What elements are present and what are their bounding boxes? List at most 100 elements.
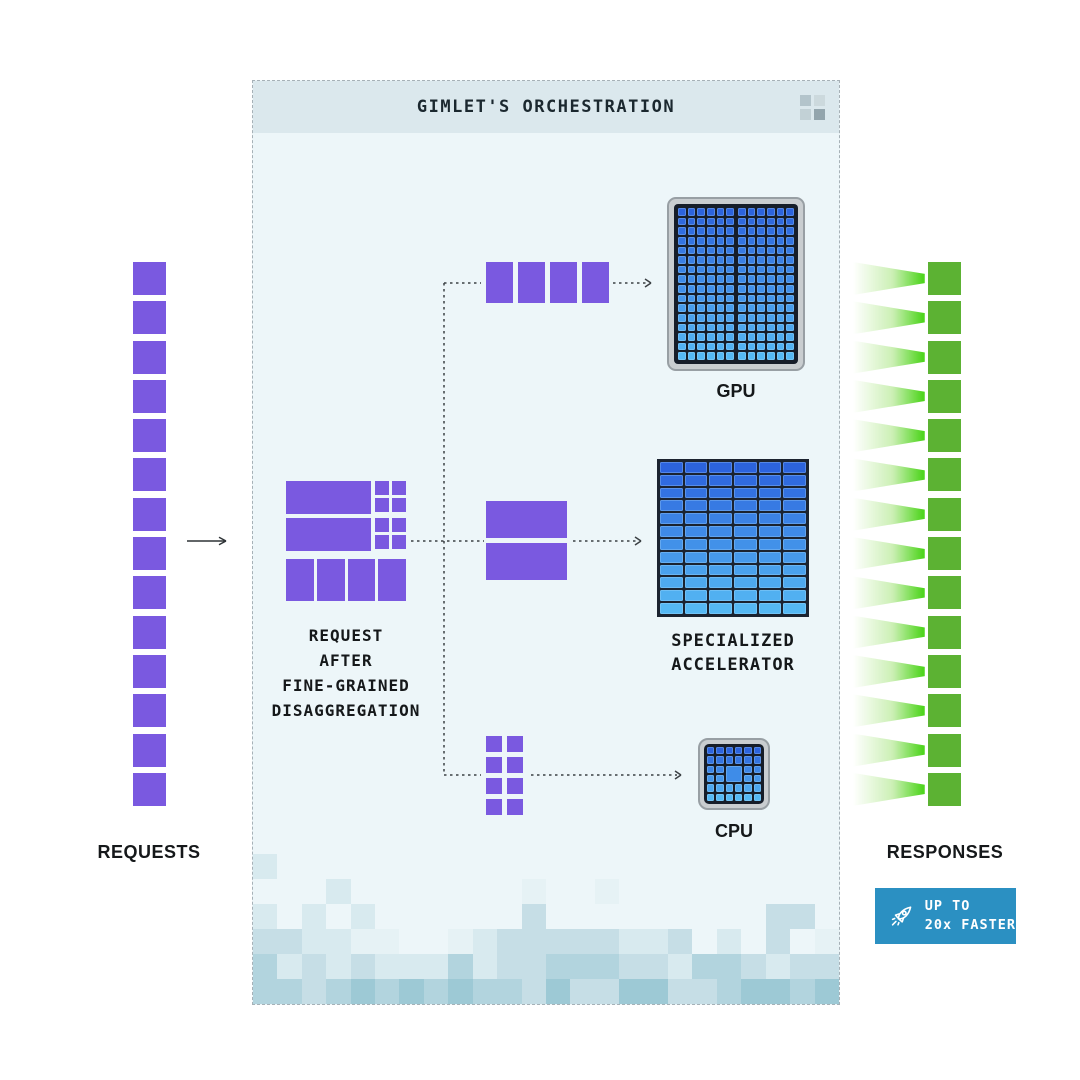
gpu-core-cell (716, 313, 725, 322)
cpu-core-cell (725, 793, 733, 801)
mosaic-cell (326, 879, 351, 904)
mosaic-cell (497, 979, 522, 1004)
gpu-core-cell (776, 236, 785, 245)
disagg-mini-cell (392, 518, 406, 532)
gpu-core-cell (678, 304, 686, 312)
response-square (928, 262, 961, 295)
gpu-core-cell (678, 352, 686, 360)
response-trail (853, 497, 925, 531)
mosaic-cell (375, 904, 399, 929)
mosaic-cell (765, 904, 791, 929)
gpu-core-cell (706, 236, 715, 245)
accelerator-core-cell (709, 487, 732, 499)
mosaic-cell (472, 954, 498, 979)
mosaic-cell (546, 854, 570, 879)
responses-label: RESPONSES (886, 842, 1004, 862)
mosaic-cell (497, 879, 521, 904)
gpu-core-cell (726, 236, 734, 245)
mosaic-cell (473, 904, 497, 929)
mosaic-cell (277, 854, 301, 879)
gpu-core-cell (678, 313, 686, 322)
mosaic-cell (301, 954, 327, 979)
gpu-core-cell (697, 333, 705, 341)
gpu-task-squares (486, 262, 609, 303)
disagg-row (286, 481, 406, 514)
gpu-core-cell (786, 323, 794, 332)
mosaic-cell (643, 929, 669, 954)
gpu-core-cell (776, 333, 785, 341)
accelerator-core-cell (783, 603, 806, 614)
mosaic-cell (668, 929, 693, 954)
mosaic-cell (253, 879, 277, 904)
gpu-core-cell (747, 208, 756, 216)
gpu-core-cell (776, 227, 785, 235)
request-square (133, 537, 166, 571)
gpu-core-cell (766, 275, 775, 283)
mosaic-cell (717, 904, 741, 929)
gpu-core-cell (706, 275, 715, 283)
mosaic-cell (521, 954, 546, 979)
cpu-task-square (486, 778, 502, 794)
mosaic-cell (448, 904, 472, 929)
mosaic-cell (277, 879, 301, 904)
request-square (133, 301, 166, 335)
gpu-core-cell (747, 342, 756, 351)
response-trail (853, 772, 925, 806)
response-square (928, 301, 961, 335)
cpu-big-core-cell (725, 765, 743, 783)
mosaic-cell (619, 854, 643, 879)
gpu-die (674, 204, 798, 364)
cpu-core-cell (725, 756, 733, 764)
mosaic-cell (448, 879, 472, 904)
mosaic-cell (668, 954, 693, 979)
response-row (853, 379, 961, 413)
accelerator-core-cell (709, 513, 732, 525)
mosaic-cell (277, 904, 301, 929)
accelerator-core-cell (758, 462, 782, 473)
badge-line-2: 20x FASTER (924, 917, 1016, 933)
accelerator-core-cell (758, 526, 782, 537)
accelerator-core-cell (758, 474, 782, 486)
response-trail (853, 576, 925, 610)
accelerator-core-cell (684, 487, 708, 499)
gpu-core-cell (757, 285, 765, 293)
mosaic-cell (765, 954, 791, 979)
accelerator-core-cell (733, 526, 757, 537)
accelerator-core-cell (660, 500, 683, 512)
cpu-core-cell (707, 756, 715, 764)
response-square (928, 654, 961, 688)
cpu-task-square (507, 736, 523, 752)
mosaic-cell (326, 904, 350, 929)
accelerator-chip (657, 459, 809, 617)
mosaic-cell (277, 929, 302, 954)
accelerator-core-cell (783, 500, 806, 512)
requests-label: REQUESTS (97, 842, 201, 862)
cpu-core-cell (735, 784, 743, 792)
gpu-core-cell (706, 313, 715, 322)
disagg-square (316, 559, 345, 601)
mosaic-cell (619, 904, 643, 929)
gpu-core-cell (738, 227, 746, 235)
mosaic-cell (716, 954, 742, 979)
gpu-core-cell (738, 265, 746, 274)
gpu-core-cell (697, 304, 705, 312)
response-trail (853, 379, 925, 413)
gpu-core-cell (766, 285, 775, 293)
gpu-core-cell (716, 236, 725, 245)
cpu-task-square (507, 799, 523, 815)
mosaic-cell (326, 954, 351, 979)
gpu-core-cell (697, 208, 705, 216)
gpu-task-square (486, 262, 513, 303)
gpu-core-cell (706, 265, 715, 274)
gpu-core-cell (697, 352, 705, 360)
gpu-core-cell (687, 323, 696, 332)
cpu-core-cell (744, 793, 752, 801)
gpu-core-cell (687, 294, 696, 303)
request-square (133, 694, 166, 728)
accelerator-core-cell (660, 577, 683, 589)
response-row (853, 694, 961, 728)
cpu-chip (698, 738, 770, 810)
gpu-core-cell (766, 256, 775, 264)
disagg-bar (286, 518, 371, 551)
cpu-die (704, 744, 764, 804)
